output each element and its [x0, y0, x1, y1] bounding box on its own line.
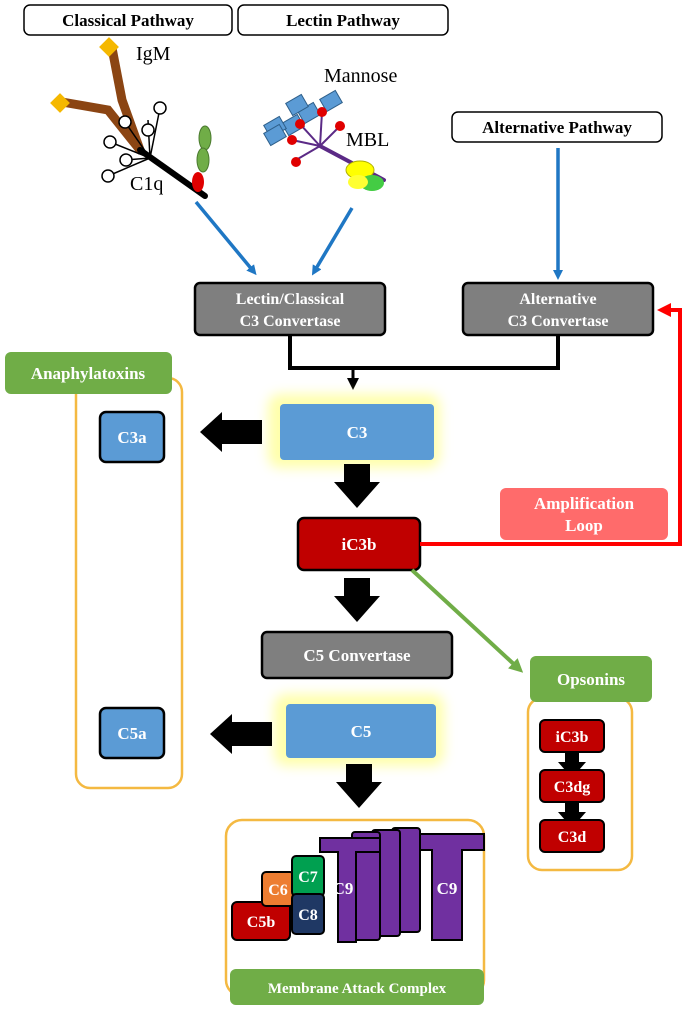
opsonin-c3dg-box: C3dg: [539, 769, 605, 803]
amplification-loop-box: Amplification Loop: [500, 488, 668, 540]
lectin-classical-line1: Lectin/Classical: [236, 291, 345, 308]
lectin-to-convertase-arrow: [311, 207, 354, 276]
ic3b-to-c5-convertase-arrow: [334, 578, 380, 622]
alternative-pathway-header: Alternative Pathway: [451, 111, 663, 143]
opsonin-c3d-label: C3d: [558, 829, 587, 846]
c5-convertase-box: C5 Convertase: [260, 630, 454, 680]
classical-to-convertase-arrow: [194, 200, 257, 276]
anaphylatoxins-label-box: Anaphylatoxins: [5, 352, 172, 394]
anaphylatoxins-label: Anaphylatoxins: [31, 364, 146, 383]
amplification-line1: Amplification: [534, 494, 635, 513]
opsonin-ic3b-box: iC3b: [539, 719, 605, 753]
mac-c7-label: C7: [298, 869, 318, 886]
mac-c9-polymer-icon: [319, 827, 485, 943]
c5a-box: C5a: [98, 706, 166, 760]
mac-c7-box: C7: [291, 855, 325, 897]
opsonin-c3d-box: C3d: [539, 819, 605, 853]
amplification-line2: Loop: [565, 516, 603, 535]
mac-c6-label: C6: [268, 882, 288, 899]
ic3b-box: iC3b: [296, 516, 422, 572]
c5-box: C5: [286, 704, 436, 758]
mannose-label: Mannose: [324, 65, 397, 87]
c3a-label: C3a: [117, 428, 147, 447]
opsonins-label: Opsonins: [557, 670, 625, 689]
alternative-c3-convertase-box: Alternative C3 Convertase: [461, 281, 655, 337]
lectin-pathway-label: Lectin Pathway: [286, 11, 400, 30]
c3dg-to-c3d-arrow: [558, 802, 586, 828]
classical-pathway-label: Classical Pathway: [62, 11, 194, 30]
c3a-box: C3a: [98, 410, 166, 464]
mannose-mbl-illustration-icon: [263, 89, 386, 191]
alternative-convertase-line2: C3 Convertase: [508, 313, 609, 330]
ic3b-label: iC3b: [342, 535, 377, 554]
ic3b-to-opsonins-arrow: [410, 568, 524, 673]
c3-to-c3a-arrow: [200, 412, 262, 452]
mbl-label: MBL: [346, 129, 389, 151]
alternative-convertase-line1: Alternative: [519, 291, 596, 308]
c5-convertase-label: C5 Convertase: [303, 646, 411, 665]
c5-label: C5: [351, 722, 372, 741]
lectin-classical-line2: C3 Convertase: [240, 313, 341, 330]
lectin-classical-c3-convertase-box: Lectin/Classical C3 Convertase: [193, 281, 387, 337]
opsonin-c3dg-label: C3dg: [554, 779, 590, 796]
igm-c1q-illustration-icon: [50, 37, 212, 199]
c1q-label: C1q: [130, 173, 163, 195]
c5a-label: C5a: [117, 724, 147, 743]
c5-to-mac-arrow: [336, 764, 382, 808]
mac-c5b-label: C5b: [247, 914, 276, 931]
c3-to-ic3b-arrow: [334, 464, 380, 508]
igm-label: IgM: [136, 43, 171, 65]
c3-label: C3: [347, 423, 368, 442]
mac-label: Membrane Attack Complex: [268, 981, 447, 997]
mac-c5b-box: C5b: [231, 901, 291, 941]
mac-c8-label: C8: [298, 907, 318, 924]
opsonin-ic3b-label: iC3b: [556, 729, 589, 746]
alternative-pathway-label: Alternative Pathway: [482, 118, 632, 137]
classical-pathway-header: Classical Pathway: [23, 4, 233, 36]
mac-c9-left-label: C9: [333, 879, 354, 898]
c5-to-c5a-arrow: [210, 714, 272, 754]
opsonins-label-box: Opsonins: [530, 656, 652, 702]
mac-label-box: Membrane Attack Complex: [230, 969, 484, 1005]
lectin-pathway-header: Lectin Pathway: [237, 4, 449, 36]
c3-box: C3: [280, 404, 434, 460]
mac-c9-right-label: C9: [437, 879, 458, 898]
ic3b-to-c3dg-arrow: [558, 752, 586, 778]
convertase-merge-connector: [288, 335, 560, 370]
mac-c8-box: C8: [291, 893, 325, 935]
mac-c6-box: C6: [261, 871, 295, 907]
amplification-loop-line: [420, 303, 682, 546]
